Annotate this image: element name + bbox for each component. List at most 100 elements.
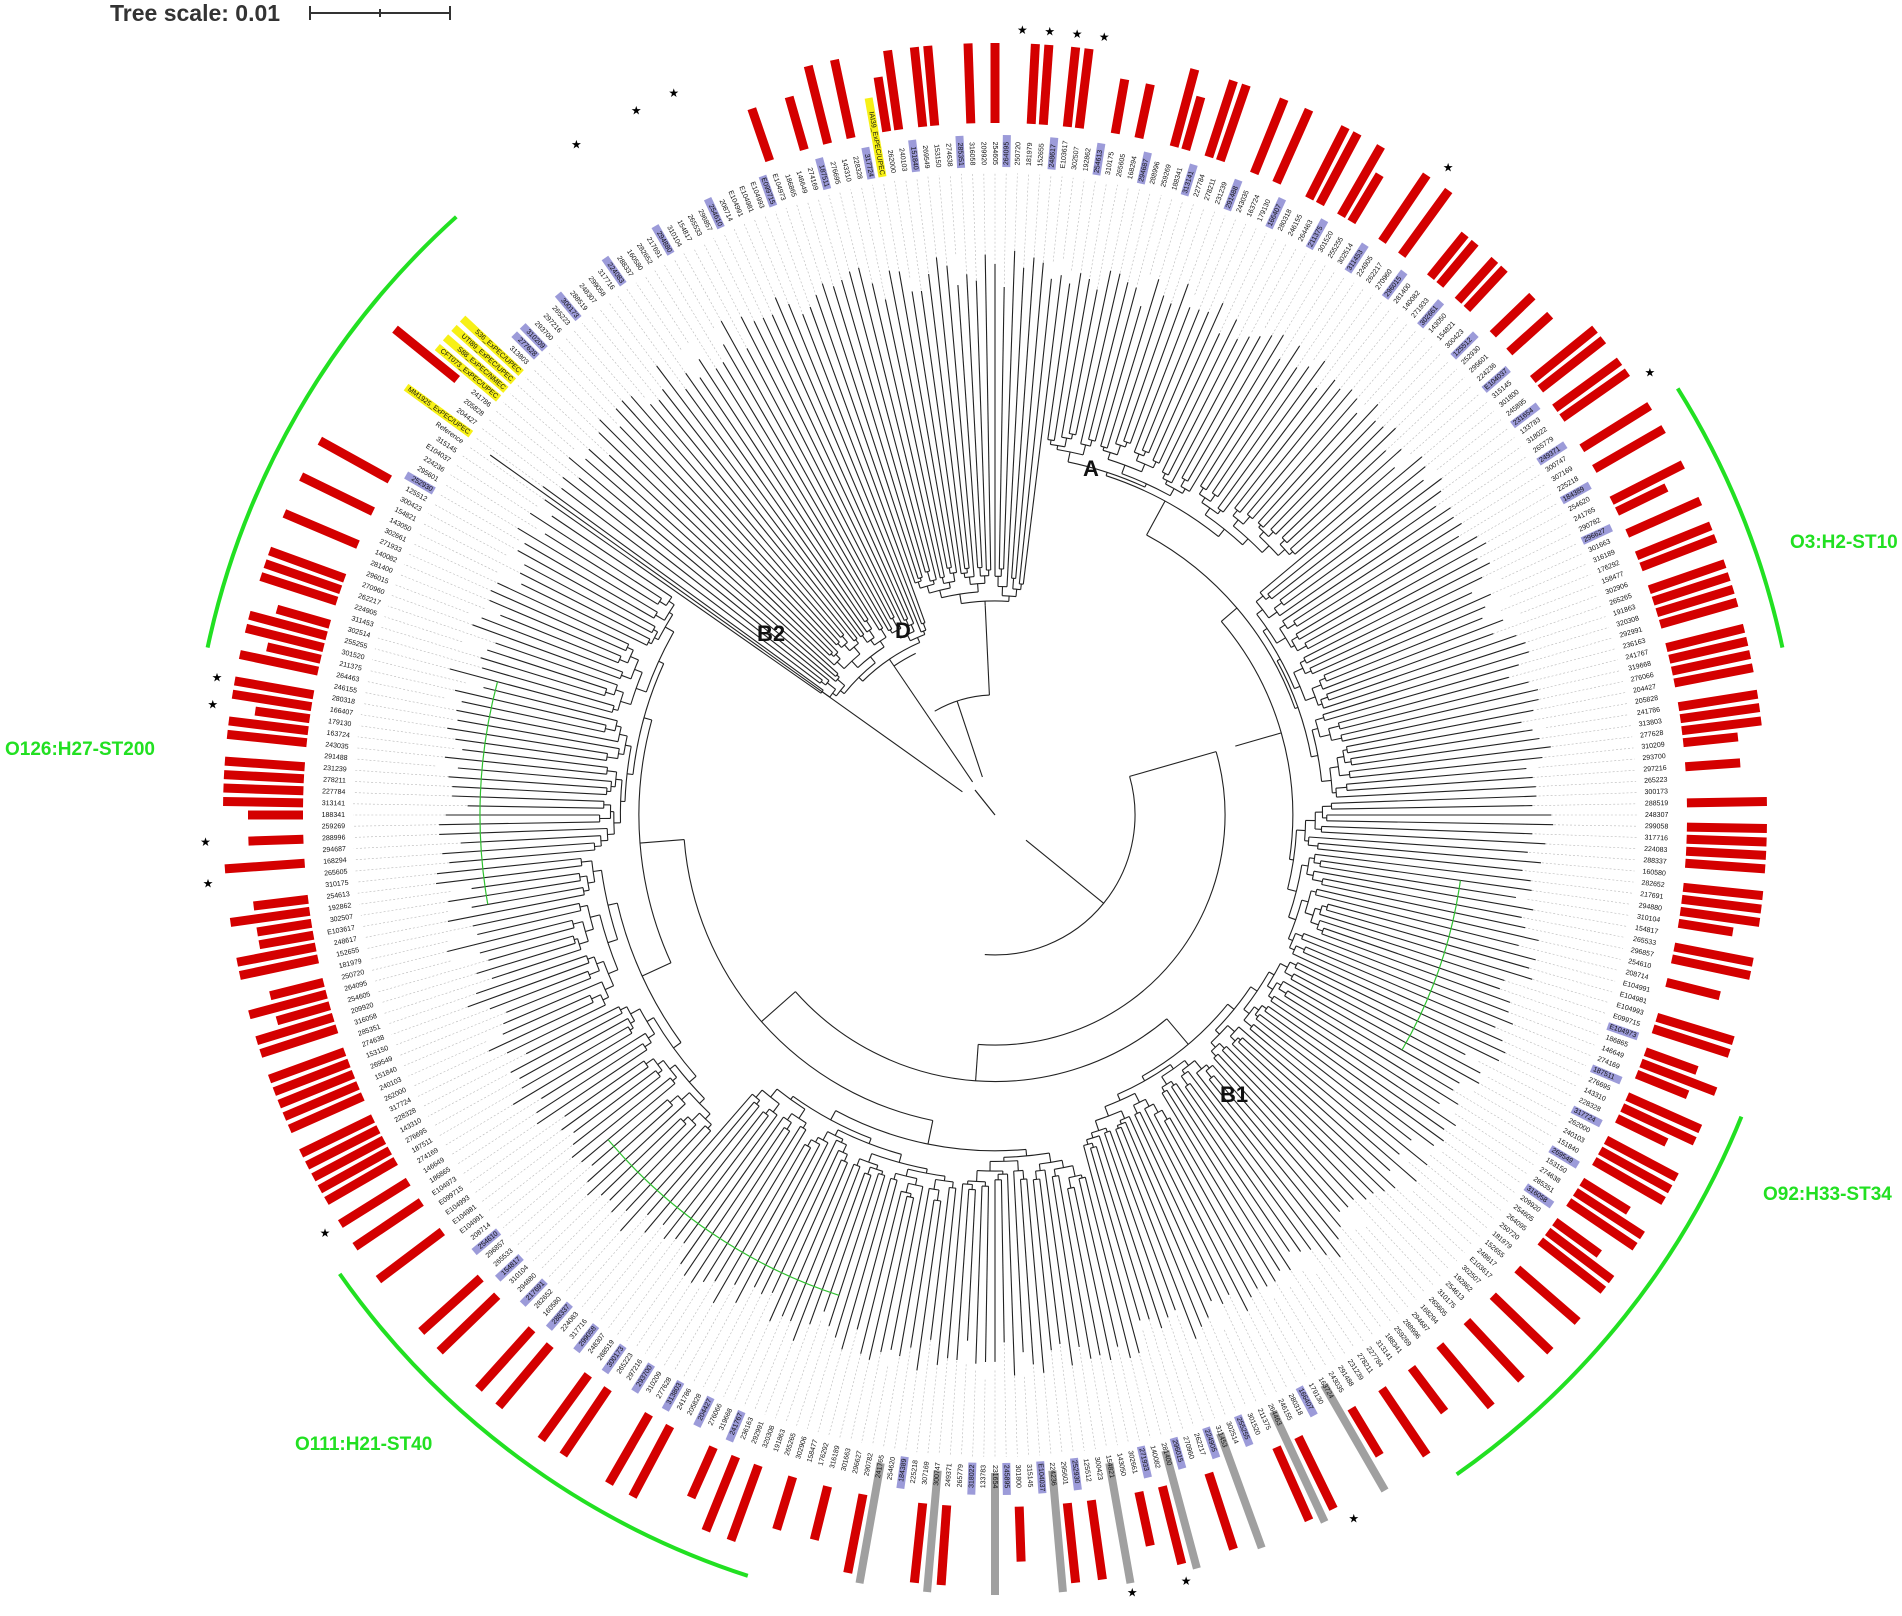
branch <box>859 677 863 681</box>
tip-label: 255255 <box>344 638 368 651</box>
branch <box>1057 446 1058 450</box>
branch <box>1323 652 1529 715</box>
branch <box>869 630 874 637</box>
branch <box>452 787 606 795</box>
branch <box>1291 646 1294 648</box>
guide-line <box>1488 1077 1562 1116</box>
tip-label: 181979 <box>338 958 362 970</box>
branch <box>843 1145 847 1153</box>
branch <box>953 573 954 581</box>
branch <box>1257 610 1263 615</box>
branch <box>1320 735 1330 737</box>
branch <box>1325 665 1519 721</box>
tip-label: 264463 <box>336 672 360 684</box>
tip-label: 154817 <box>1634 925 1658 936</box>
serogroup-label-o126: O126:H27-ST200 <box>5 739 155 760</box>
branch <box>620 427 838 653</box>
guide-line <box>765 1339 794 1414</box>
branch <box>589 449 838 674</box>
branch <box>600 420 833 653</box>
tip-label: 248617 <box>333 936 357 947</box>
branch <box>1263 628 1267 631</box>
guide-line <box>1490 1025 1587 1066</box>
branch <box>1243 517 1250 525</box>
tip-label: 166407 <box>329 707 353 718</box>
branch <box>481 658 605 696</box>
branch <box>1153 462 1156 468</box>
branch <box>1050 440 1051 444</box>
guide-line <box>469 447 557 509</box>
branch <box>472 888 583 908</box>
branch <box>1347 769 1527 785</box>
branch <box>645 1102 754 1232</box>
branch <box>1162 1087 1165 1091</box>
branch <box>595 846 602 847</box>
guide-line <box>884 183 900 273</box>
branch <box>1262 546 1269 553</box>
tip-label: 153150 <box>932 144 941 168</box>
branch <box>985 605 989 695</box>
red-bar <box>1683 732 1739 747</box>
branch <box>670 1065 675 1069</box>
red-bar <box>1464 1318 1525 1383</box>
branch <box>1290 948 1295 950</box>
branch <box>1321 697 1328 700</box>
guide-line <box>1160 1323 1193 1426</box>
branch <box>1134 1105 1138 1113</box>
guide-line <box>1250 1275 1306 1377</box>
branch <box>588 957 595 959</box>
branch <box>1340 775 1350 776</box>
guide-line <box>1422 411 1494 469</box>
branch <box>906 1183 908 1192</box>
branch <box>1328 904 1536 960</box>
branch <box>976 1044 979 1080</box>
guide-line <box>1513 925 1623 949</box>
guide-line <box>1127 192 1150 285</box>
guide-line <box>851 190 875 296</box>
guide-line <box>1526 957 1615 981</box>
guide-line <box>518 1171 600 1245</box>
branch <box>918 582 920 588</box>
tip-label: 310175 <box>1105 151 1116 175</box>
guide-line <box>939 175 947 271</box>
branch <box>837 662 844 669</box>
branch <box>1027 1179 1044 1373</box>
branch <box>882 1171 883 1174</box>
branch <box>840 691 844 694</box>
red-bar <box>1408 1365 1448 1414</box>
branch <box>646 1059 653 1064</box>
branch <box>756 1090 762 1097</box>
branch <box>608 970 618 974</box>
branch <box>842 636 847 642</box>
branch <box>1290 859 1294 860</box>
branch <box>513 1033 632 1104</box>
branch <box>613 709 618 710</box>
tip-label: 285351 <box>956 142 964 166</box>
guide-line <box>674 1295 718 1371</box>
guide-line <box>457 1108 544 1165</box>
red-bar <box>1134 1491 1154 1547</box>
branch <box>689 1076 696 1082</box>
guide-line <box>1137 195 1161 285</box>
branch <box>934 1180 936 1190</box>
guide-line <box>375 961 451 981</box>
branch <box>1181 1076 1187 1085</box>
guide-line <box>1163 1301 1205 1422</box>
branch <box>960 594 962 604</box>
branch <box>1181 480 1185 487</box>
tip-label: 300423 <box>1093 1457 1104 1481</box>
branch <box>461 836 601 843</box>
branch <box>1239 1027 1417 1181</box>
grey-box <box>991 1473 999 1595</box>
branch <box>1278 550 1285 556</box>
branch <box>524 565 652 633</box>
guide-line <box>1474 1092 1551 1136</box>
branch <box>854 647 860 654</box>
branch <box>1306 697 1316 701</box>
clade-label-d: D <box>895 618 911 643</box>
branch <box>857 1159 860 1166</box>
tip-label: 288337 <box>1643 857 1667 866</box>
branch <box>437 859 581 874</box>
branch <box>1259 532 1263 537</box>
guide-line <box>917 1320 933 1452</box>
